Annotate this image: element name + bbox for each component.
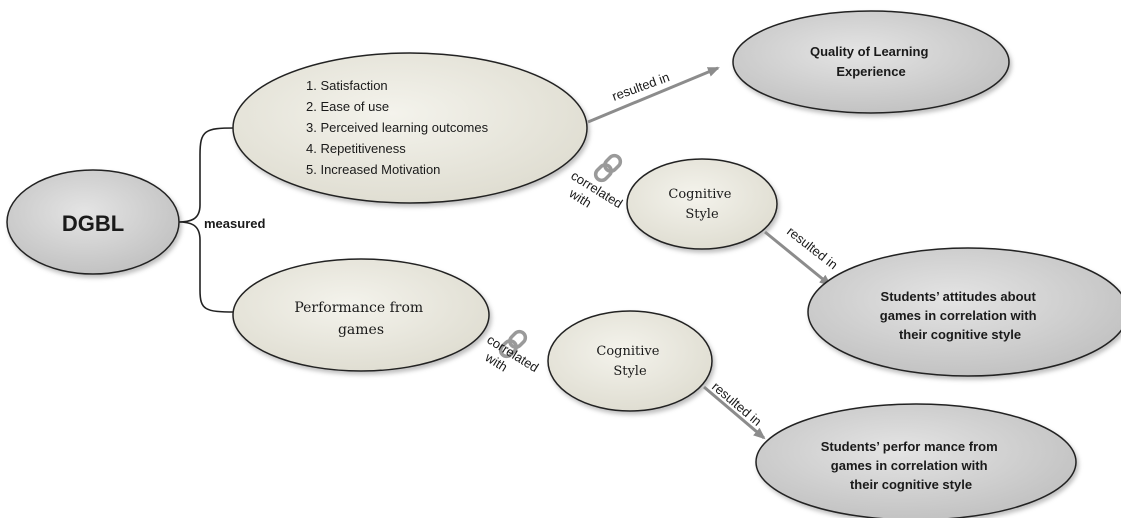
quality-line: Quality of Learning [810,44,929,59]
performance-line: Performance from [294,300,423,316]
chain-link-icon [498,329,528,359]
performance-node: Performance from games [232,258,490,372]
measures-node: 1. Satisfaction 2. Ease of use 3. Percei… [232,52,588,204]
dgbl-node: DGBL [6,169,180,275]
correlated-with-label: correlated with [560,168,629,227]
performance-result-node: Students’ perfor mance from games in cor… [755,403,1077,518]
svg-text:Cognitive Style: Cognitive Style [596,344,663,379]
cognitive-line: Cognitive [596,344,659,359]
attitudes-result-node: Students’ attitudes about games in corre… [807,247,1121,377]
resulted-in-label: resulted in [709,379,765,429]
dgbl-label: DGBL [62,211,124,236]
quality-line: Experience [836,64,905,79]
measure-item: 2. Ease of use [306,99,389,114]
resulted-in-arrow [703,385,766,440]
measure-item: 5. Increased Motivation [306,162,440,177]
performance-result-line: their cognitive style [850,477,972,492]
svg-text:Cognitive Style: Cognitive Style [668,187,735,222]
measure-item: 4. Repetitiveness [306,141,406,156]
cognitive-line: Cognitive [668,187,731,202]
measure-item: 3. Perceived learning outcomes [306,120,489,135]
quality-node: Quality of Learning Experience [732,10,1010,114]
cognitive-style-node-bottom: Cognitive Style [547,310,713,412]
chain-link-icon [593,153,623,183]
resulted-in-arrow [764,230,832,287]
attitudes-line: games in correlation with [880,308,1037,323]
performance-result-line: Students’ perfor mance from [821,439,998,454]
svg-text:1. Satisfaction 2. Ease: 1. Satisfaction 2. Ease of use 3. Percei… [306,78,492,177]
cognitive-line: Style [685,207,719,222]
measure-item: 1. Satisfaction [306,78,388,93]
measured-label: measured [204,216,265,231]
svg-text:Quality of Learning Expe: Quality of Learning Experience [810,44,932,79]
attitudes-line: Students’ attitudes about [881,289,1037,304]
cognitive-line: Style [613,364,647,379]
svg-text:Students’ attitudes about: Students’ attitudes about games in corre… [880,289,1040,342]
svg-text:Students’ perfor mance from: Students’ perfor mance from games in cor… [821,439,1002,492]
attitudes-line: their cognitive style [899,327,1021,342]
svg-text:Performance from games: Performance from games [294,300,427,338]
resulted-in-arrow [587,66,720,124]
performance-line: games [338,322,384,338]
resulted-in-label: resulted in [784,224,841,273]
cognitive-style-node-top: Cognitive Style [626,158,778,250]
performance-result-line: games in correlation with [831,458,988,473]
